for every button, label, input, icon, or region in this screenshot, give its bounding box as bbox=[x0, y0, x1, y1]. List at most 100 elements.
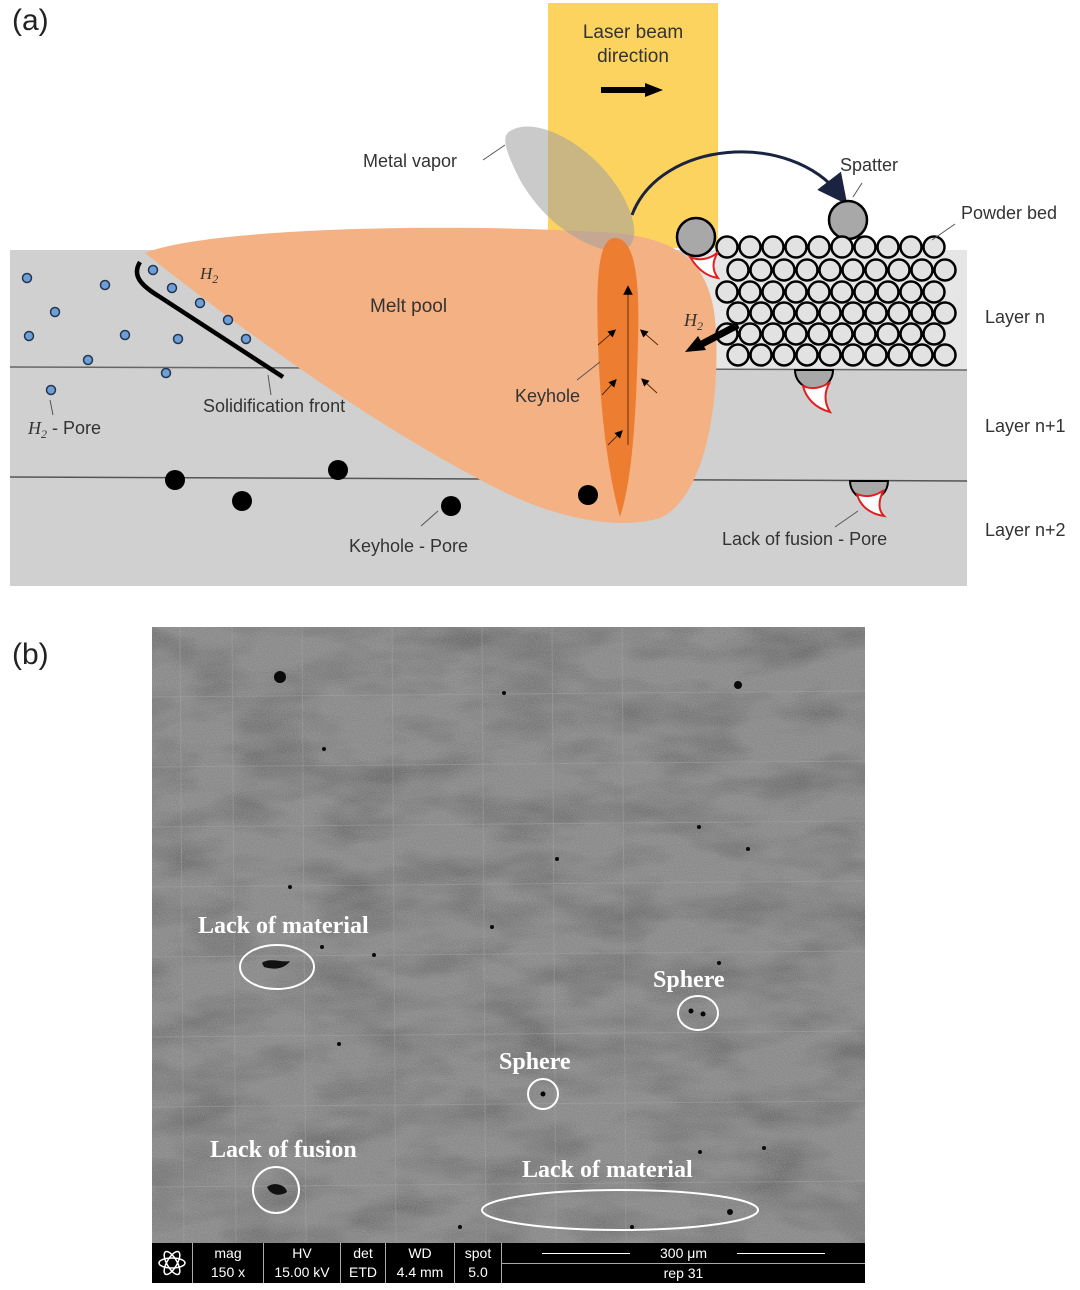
powder-particle bbox=[841, 343, 865, 367]
fei-logo-icon bbox=[152, 1243, 193, 1283]
powder-particle bbox=[933, 343, 957, 367]
sem-pore bbox=[490, 925, 494, 929]
rep-label: rep 31 bbox=[663, 1265, 704, 1282]
powder-particle bbox=[761, 322, 785, 346]
keyhole-pores bbox=[165, 460, 598, 516]
annotation-circle-lack-of-fusion bbox=[252, 1166, 300, 1214]
melt-pool-label: Melt pool bbox=[370, 296, 447, 317]
powder-particle bbox=[715, 280, 739, 304]
annotation-ellipse-lack-of-material-2 bbox=[481, 1189, 759, 1231]
solidification-front bbox=[134, 260, 285, 379]
powder-particle bbox=[772, 258, 796, 282]
annotation-lack-of-material-2: Lack of material bbox=[522, 1157, 693, 1183]
h2-pore bbox=[119, 329, 131, 341]
hv-value: 15.00 kV bbox=[274, 1264, 330, 1280]
sphere-pore bbox=[700, 1011, 706, 1017]
powder-particle bbox=[795, 258, 819, 282]
powder-particle bbox=[830, 280, 854, 304]
h2-pore bbox=[21, 272, 33, 284]
sem-pore bbox=[337, 1042, 341, 1046]
sem-data-bar: mag 150 x HV 15.00 kV det ETD WD 4.4 mm … bbox=[152, 1243, 865, 1283]
spatter-label: Spatter bbox=[840, 155, 898, 175]
sem-pore bbox=[630, 1225, 634, 1229]
powder-particle bbox=[887, 258, 911, 282]
sphere-pore bbox=[688, 1008, 694, 1014]
powder-particle bbox=[910, 301, 934, 325]
keyhole-pore bbox=[578, 485, 598, 505]
powder-particle bbox=[818, 343, 842, 367]
powder-particle bbox=[761, 235, 785, 259]
annotation-ellipse-lack-of-material-1 bbox=[239, 944, 315, 990]
powder-particle bbox=[772, 301, 796, 325]
scan-track bbox=[152, 950, 865, 958]
solidification-front-label: Solidification front bbox=[203, 396, 345, 416]
h2-pore bbox=[82, 354, 94, 366]
powder-particle bbox=[922, 280, 946, 304]
sem-pore bbox=[697, 825, 701, 829]
wd-value: 4.4 mm bbox=[396, 1264, 444, 1280]
powder-particle bbox=[738, 280, 762, 304]
powder-particle bbox=[761, 280, 785, 304]
powder-particle bbox=[876, 235, 900, 259]
powder-particle bbox=[726, 343, 750, 367]
powder-particle bbox=[887, 343, 911, 367]
scan-track bbox=[152, 760, 865, 768]
laser-direction-label: direction bbox=[597, 46, 669, 67]
layer-n1-label: Layer n+1 bbox=[985, 416, 1066, 436]
lof-pore-label: Lack of fusion - Pore bbox=[722, 529, 887, 549]
scale-label: 300 μm bbox=[656, 1244, 711, 1261]
mag-label: mag bbox=[214, 1245, 242, 1261]
panel-b-label: (b) bbox=[12, 638, 49, 671]
keyhole-pressure-arrows bbox=[597, 329, 659, 446]
annotation-circle-sphere-1 bbox=[677, 995, 719, 1031]
scan-track bbox=[391, 627, 397, 1244]
powder-particle bbox=[784, 322, 808, 346]
sem-pore bbox=[322, 747, 326, 751]
powder-particle bbox=[807, 280, 831, 304]
keyhole-pore bbox=[328, 460, 348, 480]
sem-pore bbox=[458, 1225, 462, 1229]
powder-particle bbox=[795, 301, 819, 325]
attached-spatter-particle bbox=[675, 216, 717, 258]
spot-value: 5.0 bbox=[468, 1264, 488, 1280]
scan-track bbox=[152, 1100, 865, 1108]
h2-pore bbox=[240, 333, 252, 345]
spot-field: spot 5.0 bbox=[455, 1243, 502, 1283]
sem-pore bbox=[555, 857, 559, 861]
hv-label: HV bbox=[292, 1245, 312, 1261]
mag-value: 150 x bbox=[210, 1264, 246, 1280]
h2-pores bbox=[21, 264, 252, 396]
powder-particle bbox=[853, 322, 877, 346]
scale-bar-right bbox=[737, 1252, 825, 1254]
scan-track bbox=[179, 627, 185, 1244]
sphere-pore bbox=[540, 1091, 546, 1097]
wd-label: WD bbox=[408, 1245, 432, 1261]
metal-vapor-plume bbox=[505, 126, 635, 252]
sem-pore bbox=[717, 961, 721, 965]
annotation-lack-of-material-1: Lack of material bbox=[198, 913, 369, 939]
h2-pore bbox=[222, 314, 234, 326]
lof-pore-leader bbox=[834, 510, 859, 528]
lack-of-material-void-1 bbox=[262, 960, 290, 969]
sem-pore bbox=[734, 681, 742, 689]
scan-track bbox=[551, 627, 557, 1244]
powder-particle bbox=[818, 258, 842, 282]
keyhole-pore-label: Keyhole - Pore bbox=[349, 536, 468, 556]
keyhole-pore bbox=[232, 491, 252, 511]
annotation-sphere-2: Sphere bbox=[499, 1049, 571, 1075]
keyhole-pore bbox=[165, 470, 185, 490]
powder-particle bbox=[830, 235, 854, 259]
sem-pore bbox=[320, 945, 324, 949]
h2-pore bbox=[23, 330, 35, 342]
powder-particle bbox=[841, 258, 865, 282]
powder-particle bbox=[749, 258, 773, 282]
powder-particle bbox=[864, 301, 888, 325]
sem-pore bbox=[274, 671, 286, 683]
spot-label: spot bbox=[464, 1245, 492, 1261]
det-field: det ETD bbox=[341, 1243, 386, 1283]
lack-of-fusion-void bbox=[267, 1184, 287, 1195]
metal-vapor-leader bbox=[482, 144, 506, 161]
sem-pore bbox=[502, 691, 506, 695]
h2-pore bbox=[172, 333, 184, 345]
spatter-particle bbox=[827, 199, 869, 241]
